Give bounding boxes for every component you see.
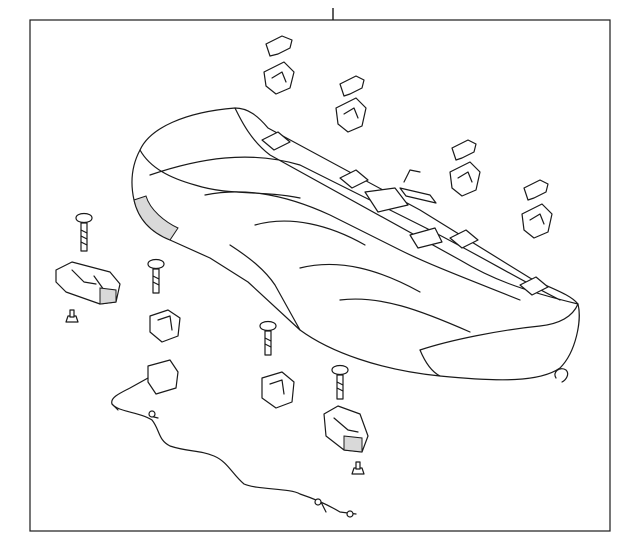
clip-body — [149, 309, 181, 343]
cushion-clip — [265, 35, 293, 57]
cushion-front-edge — [419, 303, 579, 351]
cushion-clip — [339, 75, 365, 97]
wire-harness — [111, 359, 357, 518]
pin-body — [69, 309, 75, 318]
harness-connector — [147, 359, 179, 395]
seat-hinge-bracket-left — [55, 261, 121, 305]
cushion-clip — [523, 179, 549, 201]
screw-head — [331, 364, 349, 376]
cushion-buckle-pocket — [364, 187, 409, 213]
cushion-slot-4 — [519, 276, 549, 296]
cushion-clip-group-3 — [449, 139, 481, 197]
cushion-groove-1 — [254, 220, 366, 246]
screw-head — [259, 320, 277, 332]
clip-detail — [271, 71, 287, 83]
cushion-slot-2 — [339, 169, 369, 189]
clip-detail — [529, 213, 545, 225]
diagram-frame — [29, 19, 611, 532]
cushion-top-seam — [149, 156, 561, 301]
bracket-detail — [333, 417, 359, 433]
seat-clip-center-left — [149, 309, 181, 343]
cushion-clip-group-4 — [521, 179, 553, 239]
hook-clip-right — [554, 368, 569, 383]
cushion-hook-strip — [399, 187, 437, 204]
cushion-front-seam — [229, 244, 301, 331]
harness-wire — [111, 377, 357, 515]
cushion-clip — [263, 61, 295, 95]
cushion-slot-1 — [261, 131, 291, 151]
screw-head — [75, 212, 93, 224]
cushion-groove-3 — [339, 298, 471, 333]
clip-detail — [457, 171, 473, 183]
cushion-left-panel — [139, 149, 301, 199]
screw-shank — [336, 374, 344, 400]
screw-center — [259, 320, 277, 356]
clip-detail — [343, 107, 359, 119]
cushion-slot-3 — [449, 229, 479, 249]
screw-thread — [80, 229, 88, 246]
harness-tie — [346, 510, 354, 518]
bracket-detail — [71, 269, 105, 291]
cushion-back-ridge — [234, 107, 579, 305]
rear-seat-cushion-assembly — [131, 107, 580, 381]
clip-body — [261, 371, 295, 409]
screw-thread — [152, 275, 160, 286]
cushion-side-trim — [133, 195, 179, 241]
cushion-clip — [335, 97, 367, 133]
pin-head — [65, 315, 79, 323]
pin-body — [355, 461, 361, 470]
pin-head — [351, 467, 365, 475]
cushion-outline — [131, 107, 580, 381]
screw-head — [147, 258, 165, 270]
harness-tie — [148, 410, 156, 418]
screw-thread — [264, 337, 272, 348]
bracket-tab — [99, 287, 117, 305]
harness-tie — [314, 498, 322, 506]
push-pin-right — [351, 461, 365, 475]
cushion-clip-group-2 — [335, 75, 367, 133]
screw-center-left — [147, 258, 165, 294]
cushion-buckle-flap — [409, 227, 443, 249]
screw-thread — [336, 381, 344, 392]
clip-detail — [269, 379, 285, 395]
push-pin-left — [65, 309, 79, 323]
cushion-clip — [451, 139, 477, 161]
hook-clip — [403, 169, 421, 183]
cushion-groove-2 — [299, 263, 421, 293]
seat-clip-center — [261, 371, 295, 409]
cushion-clip-group-1 — [263, 35, 295, 95]
screw-left-upper — [75, 212, 93, 252]
screw-shank — [264, 330, 272, 356]
cushion-clip — [521, 203, 553, 239]
cushion-front-bottom — [419, 349, 441, 377]
seat-hinge-bracket-right — [323, 405, 369, 453]
bracket-tab — [343, 435, 363, 453]
cushion-clip — [449, 161, 481, 197]
cushion-center-seam — [204, 191, 521, 301]
screw-right-lower — [331, 364, 349, 400]
clip-detail — [157, 315, 173, 331]
screw-shank — [152, 268, 160, 294]
